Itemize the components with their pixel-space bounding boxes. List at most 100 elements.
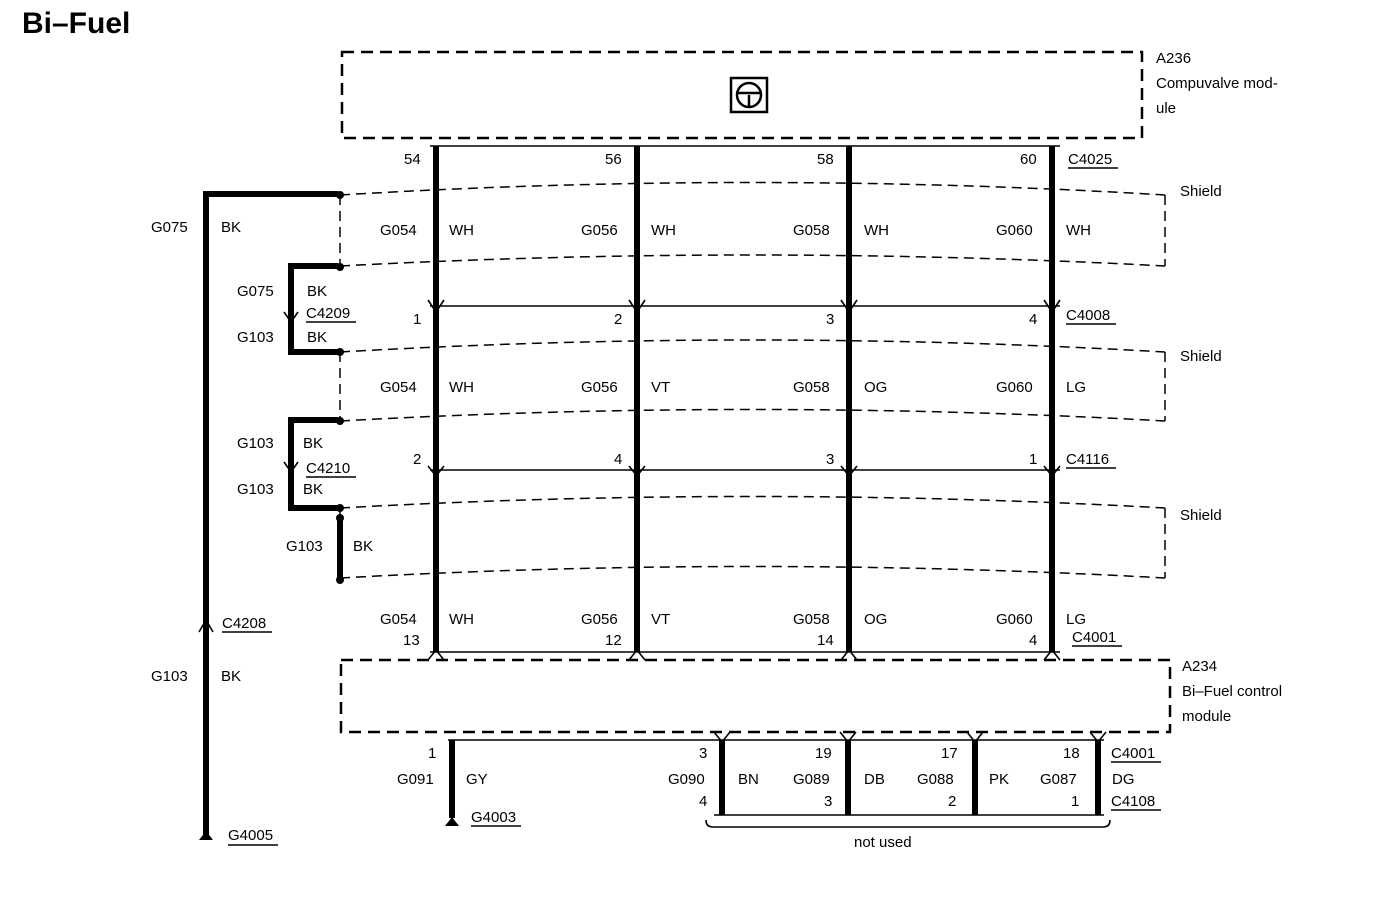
row1-circuit-2: G056 <box>581 222 618 239</box>
row2-circuit-4: G060 <box>996 379 1033 396</box>
row3-circuit-4: G060 <box>996 611 1033 628</box>
signal-wires <box>433 146 1055 652</box>
g075-circuit: G075 <box>151 219 188 236</box>
g103-main-color: BK <box>221 668 241 685</box>
c4001-pin-4: 4 <box>1029 632 1037 649</box>
c4008-pin-4: 4 <box>1029 311 1037 328</box>
c4008-pin-3: 3 <box>826 311 834 328</box>
diagram-title: Bi–Fuel <box>22 7 130 40</box>
bifuel-control-module-box <box>339 658 1172 734</box>
c4001-top-label: C4001 <box>1072 629 1116 646</box>
row3-circuit-1: G054 <box>380 611 417 628</box>
shield-3 <box>339 495 1166 579</box>
c4116-pin-4: 1 <box>1029 451 1037 468</box>
row1-circuit-4: G060 <box>996 222 1033 239</box>
g103-stub-color: BK <box>353 538 373 555</box>
g089-circuit: G089 <box>793 771 830 788</box>
g088-color: PK <box>989 771 1009 788</box>
compuvalve-module-box <box>340 50 1144 140</box>
shield-2 <box>339 339 1166 422</box>
g089-pin-top: 19 <box>815 745 832 762</box>
g103-main-circuit: G103 <box>151 668 188 685</box>
row1-color-4: WH <box>1066 222 1091 239</box>
g087-pin-bottom: 1 <box>1071 793 1079 810</box>
row1-color-1: WH <box>449 222 474 239</box>
g090-circuit: G090 <box>668 771 705 788</box>
connector-marks <box>427 299 1061 661</box>
bottom-module-id: A234 <box>1182 658 1217 675</box>
steering-wheel-icon <box>729 76 769 114</box>
row2-color-1: WH <box>449 379 474 396</box>
row1-circuit-1: G054 <box>380 222 417 239</box>
bottom-module-name-1: Bi–Fuel control <box>1182 683 1282 700</box>
c4008-pin-2: 2 <box>614 311 622 328</box>
pin-56: 56 <box>605 151 622 168</box>
shield-label-2: Shield <box>1180 348 1222 365</box>
row1-color-3: WH <box>864 222 889 239</box>
g4005-label: G4005 <box>228 827 273 844</box>
g087-pin-top: 18 <box>1063 745 1080 762</box>
c4108-label: C4108 <box>1111 793 1155 810</box>
c4210-label: C4210 <box>306 460 350 477</box>
c4008-pin-1: 1 <box>413 311 421 328</box>
row1-circuit-3: G058 <box>793 222 830 239</box>
g088-circuit: G088 <box>917 771 954 788</box>
c4008-label: C4008 <box>1066 307 1110 324</box>
g091-circuit: G091 <box>397 771 434 788</box>
g089-color: DB <box>864 771 885 788</box>
g075-color: BK <box>221 219 241 236</box>
shield-label-1: Shield <box>1180 183 1222 200</box>
row2-circuit-2: G056 <box>581 379 618 396</box>
c4001-pin-2: 12 <box>605 632 622 649</box>
bottom-module-name-2: module <box>1182 708 1231 725</box>
g103-jumper-color-3: BK <box>303 481 323 498</box>
row2-circuit-1: G054 <box>380 379 417 396</box>
g088-pin-top: 17 <box>941 745 958 762</box>
c4025-label: C4025 <box>1068 151 1112 168</box>
top-module-name-2: ule <box>1156 100 1176 117</box>
g103-jumper-circuit-1: G103 <box>237 329 274 346</box>
g090-pin-bottom: 4 <box>699 793 707 810</box>
g087-circuit: G087 <box>1040 771 1077 788</box>
g103-jumper-circuit-2: G103 <box>237 435 274 452</box>
c4116-label: C4116 <box>1066 451 1109 468</box>
row2-circuit-3: G058 <box>793 379 830 396</box>
g090-pin-top: 3 <box>699 745 707 762</box>
pin-54: 54 <box>404 151 421 168</box>
c4116-pin-1: 2 <box>413 451 421 468</box>
c4116-pin-2: 4 <box>614 451 622 468</box>
g088-pin-bottom: 2 <box>948 793 956 810</box>
row3-color-2: VT <box>651 611 670 628</box>
shield-label-3: Shield <box>1180 507 1222 524</box>
ground-jumper-c4209 <box>283 263 344 356</box>
c4001-pin-1: 13 <box>403 632 420 649</box>
row3-color-3: OG <box>864 611 887 628</box>
not-used-label: not used <box>854 834 912 851</box>
c4001-pin-3: 14 <box>817 632 834 649</box>
g103-jumper-circuit-3: G103 <box>237 481 274 498</box>
g091-color: GY <box>466 771 488 788</box>
row3-color-1: WH <box>449 611 474 628</box>
g075-jumper-color: BK <box>307 283 327 300</box>
ground-wire-main <box>198 191 344 840</box>
row3-color-4: LG <box>1066 611 1086 628</box>
row2-color-2: VT <box>651 379 670 396</box>
c4001-bottom-label: C4001 <box>1111 745 1155 762</box>
g091-pin: 1 <box>428 745 436 762</box>
g103-jumper-color-1: BK <box>307 329 327 346</box>
ground-jumper-c4210 <box>283 417 344 512</box>
top-module-id: A236 <box>1156 50 1191 67</box>
pin-58: 58 <box>817 151 834 168</box>
c4209-label: C4209 <box>306 305 350 322</box>
row1-color-2: WH <box>651 222 676 239</box>
bottom-wires <box>445 731 1107 826</box>
g075-jumper-circuit: G075 <box>237 283 274 300</box>
g4003-label: G4003 <box>471 809 516 826</box>
row3-circuit-2: G056 <box>581 611 618 628</box>
ground-stub-shield3 <box>336 514 344 584</box>
top-module-name-1: Compuvalve mod- <box>1156 75 1278 92</box>
c4116-pin-3: 3 <box>826 451 834 468</box>
row3-circuit-3: G058 <box>793 611 830 628</box>
g087-color: DG <box>1112 771 1135 788</box>
